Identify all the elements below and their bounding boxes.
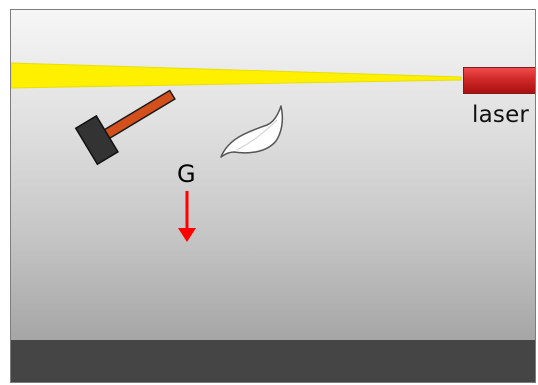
floor (11, 340, 535, 383)
scene-panel: laser G (10, 9, 536, 383)
gravity-arrow-icon (11, 10, 536, 383)
